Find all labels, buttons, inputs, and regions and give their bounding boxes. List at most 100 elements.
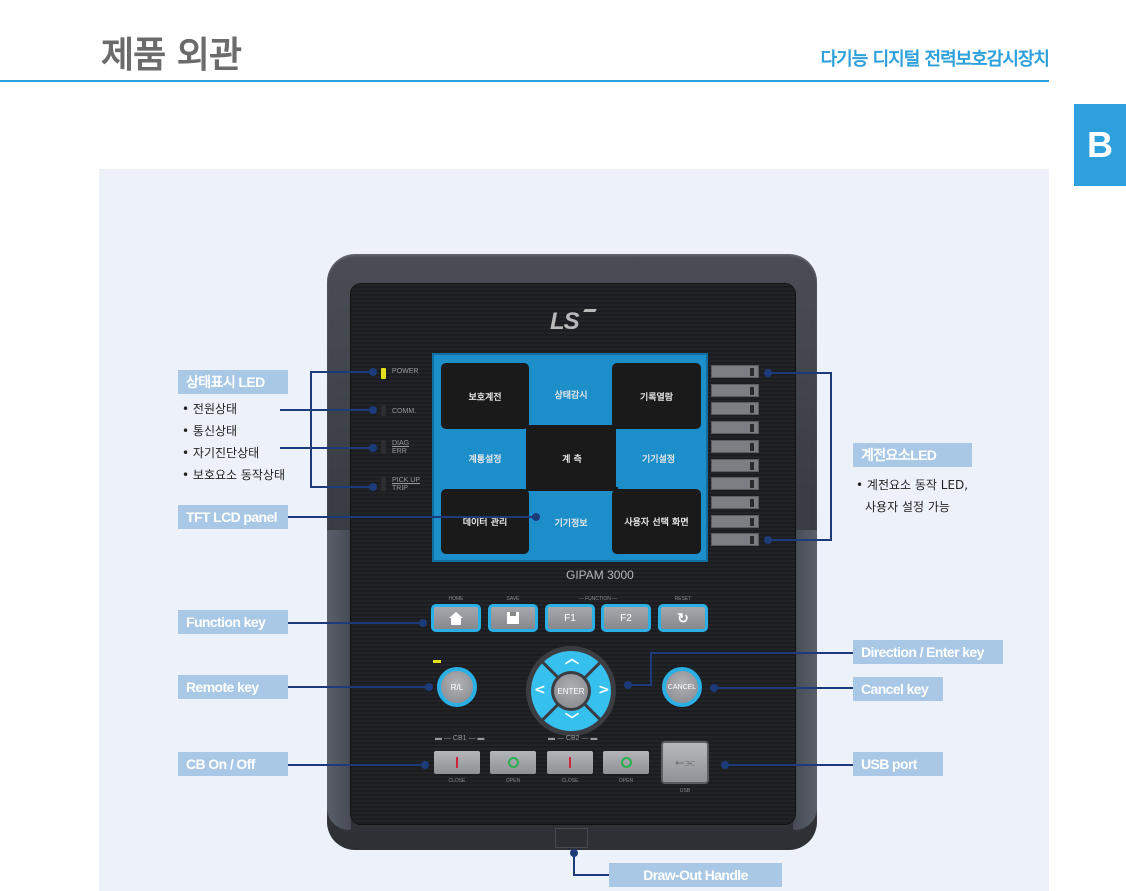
home-key-caption: HOME	[448, 596, 464, 602]
cb2-open-caption: OPEN	[618, 778, 634, 784]
bullet-item: 전원상태	[182, 398, 285, 420]
leader-dot	[369, 483, 377, 491]
reset-button[interactable]: ↻	[658, 604, 708, 632]
right-arrow-button[interactable]: >	[598, 682, 610, 698]
lcd-menu-system-setting[interactable]: 계통설정	[441, 429, 529, 487]
save-key-caption: SAVE	[506, 596, 520, 602]
leader-line	[628, 684, 652, 686]
leader-dot	[624, 681, 632, 689]
element-led	[711, 439, 759, 453]
leader-dot	[369, 444, 377, 452]
device-rail-left	[327, 530, 351, 830]
save-button[interactable]	[488, 604, 538, 632]
lcd-menu-device-info[interactable]: 기기정보	[530, 491, 612, 554]
header-divider	[0, 80, 1049, 82]
f2-button[interactable]: F2	[601, 604, 651, 632]
led-label: DIAG	[392, 440, 410, 447]
leader-line	[573, 874, 609, 876]
tft-lcd-screen: 보호계전 상태감시 기록열람 계통설정 계 측 기기설정 데이터 관리 기기정보…	[432, 353, 708, 562]
led-label: ERR	[392, 448, 407, 455]
leader-line	[280, 409, 310, 411]
cb2-open-button[interactable]	[603, 751, 649, 774]
leader-dot	[764, 369, 772, 377]
led-label: TRIP	[392, 485, 408, 492]
leader-dot	[570, 849, 578, 857]
leader-line	[288, 622, 422, 624]
usb-caption: USB	[679, 788, 691, 794]
element-led	[711, 458, 759, 472]
open-mark-icon	[620, 757, 632, 768]
reset-rotate-icon: ↻	[677, 609, 689, 626]
lcd-menu-status-monitor[interactable]: 상태감시	[530, 363, 612, 425]
element-led	[711, 495, 759, 509]
cb1-close-button[interactable]	[434, 751, 480, 774]
lcd-menu-data-management[interactable]: 데이터 관리	[441, 489, 529, 554]
cancel-button[interactable]: CANCEL	[662, 667, 702, 707]
direction-pad: ENTER ︿ ﹀ < >	[526, 646, 616, 736]
leader-line	[650, 652, 652, 686]
callout-element-led: 계전요소LED	[853, 443, 972, 467]
leader-line	[288, 764, 424, 766]
home-button[interactable]	[431, 604, 481, 632]
element-led	[711, 402, 759, 416]
description-line: • 계전요소 동작 LED,	[856, 478, 969, 492]
leader-line	[310, 447, 372, 449]
leader-line	[573, 852, 575, 876]
leader-line	[288, 516, 536, 518]
usb-icon: ⭠⫘	[674, 755, 696, 769]
cb1-label-text: CB1	[452, 735, 467, 742]
draw-out-handle[interactable]	[555, 828, 588, 848]
leader-dot	[764, 536, 772, 544]
open-mark-icon	[507, 757, 519, 768]
lcd-menu-device-setting[interactable]: 기기설정	[616, 429, 701, 487]
cb1-open-button[interactable]	[490, 751, 536, 774]
remote-local-button[interactable]: R/L	[437, 667, 477, 707]
leader-dot	[421, 761, 429, 769]
lcd-menu-measurement[interactable]: 계 측	[526, 425, 618, 491]
floppy-disk-icon	[507, 612, 519, 624]
usb-port-cover[interactable]: ⭠⫘	[661, 741, 709, 784]
down-arrow-button[interactable]: ﹀	[565, 713, 579, 729]
status-led-power: POWER	[381, 368, 418, 379]
element-led	[711, 383, 759, 397]
leader-line	[310, 371, 312, 488]
callout-usb-port: USB port	[853, 752, 943, 776]
remote-led-indicator	[433, 660, 441, 663]
function-keys-caption: — FUNCTION —	[578, 596, 618, 602]
cb2-close-button[interactable]	[547, 751, 593, 774]
callout-status-led: 상태표시 LED	[178, 370, 288, 394]
close-mark-icon	[569, 757, 571, 768]
leader-line	[726, 764, 853, 766]
leader-line	[769, 372, 832, 374]
element-led	[711, 477, 759, 491]
leader-line	[651, 652, 853, 654]
page-title: 제품 외관	[101, 35, 242, 76]
enter-button[interactable]: ENTER	[554, 674, 588, 708]
brand-logo-swoosh	[583, 309, 597, 312]
leader-dot	[369, 368, 377, 376]
lcd-menu-record-view[interactable]: 기록열람	[612, 363, 701, 429]
leader-dot	[710, 684, 718, 692]
up-arrow-button[interactable]: ︿	[565, 651, 579, 667]
element-led	[711, 514, 759, 528]
leader-line	[310, 409, 372, 411]
callout-draw-out-handle: Draw-Out Handle	[609, 863, 782, 887]
left-arrow-button[interactable]: <	[534, 682, 546, 698]
home-icon	[449, 611, 463, 625]
leader-dot	[532, 513, 540, 521]
lcd-menu-user-screen[interactable]: 사용자 선택 화면	[612, 489, 701, 554]
bullet-item: 통신상태	[182, 420, 285, 442]
callout-remote-key: Remote key	[178, 675, 288, 699]
cb2-label: ▬ — CB2 — ▬	[548, 735, 598, 742]
lcd-menu-protection-relay[interactable]: 보호계전	[441, 363, 529, 429]
cb2-close-caption: CLOSE	[561, 778, 579, 784]
leader-line	[769, 539, 832, 541]
led-lamp-icon	[381, 477, 386, 491]
f1-button[interactable]: F1	[545, 604, 595, 632]
leader-line	[714, 687, 853, 689]
leader-line	[830, 372, 832, 541]
brand-logo: LS	[550, 308, 580, 335]
description-text: 계전요소 동작 LED,	[866, 478, 969, 492]
